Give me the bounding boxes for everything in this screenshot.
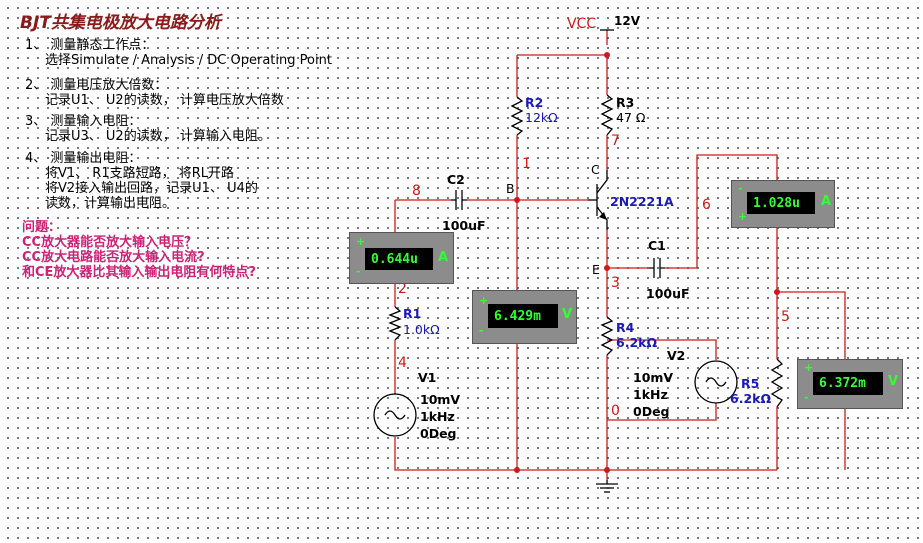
- v2-name: V2: [667, 348, 686, 363]
- r3-name: R3: [616, 95, 635, 110]
- meter-unit: V: [562, 307, 573, 322]
- source-v1: [373, 393, 417, 437]
- node-4: 4: [398, 355, 407, 371]
- node-7: 7: [611, 133, 620, 149]
- meter-minus: -: [356, 265, 361, 278]
- r4-value: 6.2kΩ: [616, 335, 658, 350]
- meter-plus: +: [479, 294, 489, 307]
- meter-reading: 1.028u: [747, 192, 815, 214]
- meter-reading: 0.644u: [365, 248, 433, 270]
- node-8: 8: [412, 183, 421, 199]
- ammeter-output[interactable]: - 1.028u A +: [731, 180, 835, 228]
- meter-unit: A: [438, 250, 449, 265]
- v1-amp: 10mV: [420, 392, 461, 407]
- pin-e-label: E: [592, 262, 600, 277]
- source-v2: [694, 360, 738, 404]
- ammeter-input[interactable]: + 0.644u A -: [349, 232, 454, 284]
- meter-reading: 6.429m: [488, 304, 558, 328]
- c1-value: 100uF: [646, 286, 690, 301]
- node-5: 5: [781, 309, 790, 325]
- v2-freq: 1kHz: [633, 387, 668, 402]
- capacitor-c2: [451, 190, 467, 210]
- meter-unit: A: [821, 194, 832, 209]
- r4-name: R4: [616, 320, 635, 335]
- resistor-r2: [510, 96, 524, 136]
- r1-value: 1.0kΩ: [403, 322, 440, 337]
- r2-value: 12kΩ: [525, 110, 558, 125]
- vcc-value: 12V: [614, 14, 640, 28]
- meter-reading: 6.372m: [813, 372, 883, 395]
- c2-value: 100uF: [442, 218, 486, 233]
- vcc-label: VCC: [567, 16, 597, 32]
- c1-name: C1: [648, 238, 666, 253]
- node-0: 0: [611, 403, 620, 419]
- v1-name: V1: [418, 370, 437, 385]
- instruction-4: 4、 测量输出电阻： 将V1、 R1支路短路， 将RL开路 将V2接入输出回路，…: [25, 151, 258, 211]
- v1-phase: 0Deg: [420, 426, 457, 441]
- resistor-r5: [770, 358, 784, 408]
- c2-name: C2: [447, 172, 465, 187]
- voltmeter-output[interactable]: + 6.372m V -: [797, 359, 903, 409]
- node-1: 1: [522, 156, 531, 172]
- meter-plus: +: [804, 361, 814, 374]
- r5-name: R5: [741, 376, 760, 391]
- instruction-3: 3、 测量输入电阻： 记录U3、 U2的读数， 计算输入电阻。: [25, 114, 271, 144]
- page-title: BJT共集电极放大电路分析: [20, 13, 221, 33]
- voltmeter-base[interactable]: + 6.429m V -: [472, 290, 577, 344]
- ground-icon: [596, 480, 618, 493]
- pin-b-label: B: [506, 181, 515, 196]
- resistor-r4: [600, 316, 614, 356]
- resistor-r3: [600, 94, 614, 136]
- q1-name: 2N2221A: [610, 194, 674, 209]
- instruction-2: 2、 测量电压放大倍数： 记录U1、 U2的读数， 计算电压放大倍数: [25, 78, 284, 108]
- node-2: 2: [398, 281, 407, 297]
- r3-value: 47 Ω: [616, 110, 646, 125]
- instruction-1: 1、 测量静态工作点： 选择Simulate / Analysis / DC O…: [25, 38, 332, 68]
- meter-unit: V: [888, 374, 899, 389]
- r5-value: 6.2kΩ: [730, 391, 772, 406]
- node-6: 6: [702, 197, 711, 213]
- meter-minus: -: [738, 182, 743, 195]
- meter-plus: +: [738, 210, 748, 223]
- junctions: [514, 52, 780, 473]
- wires: [394, 30, 846, 480]
- v1-freq: 1kHz: [420, 409, 455, 424]
- questions: 问题： CC放大器能否放大输入电压？ CC放大电路能否放大输入电流? 和CE放大…: [22, 220, 256, 280]
- node-3: 3: [611, 275, 620, 291]
- capacitor-c1: [649, 258, 665, 278]
- v2-phase: 0Deg: [633, 404, 670, 419]
- r2-name: R2: [525, 95, 544, 110]
- meter-minus: -: [804, 391, 809, 404]
- r1-name: R1: [403, 306, 422, 321]
- resistor-r1: [388, 306, 402, 341]
- meter-minus: -: [479, 324, 484, 337]
- meter-plus: +: [356, 235, 366, 248]
- pin-c-label: C: [591, 162, 600, 177]
- v2-amp: 10mV: [633, 370, 674, 385]
- transistor-q1: [588, 170, 608, 230]
